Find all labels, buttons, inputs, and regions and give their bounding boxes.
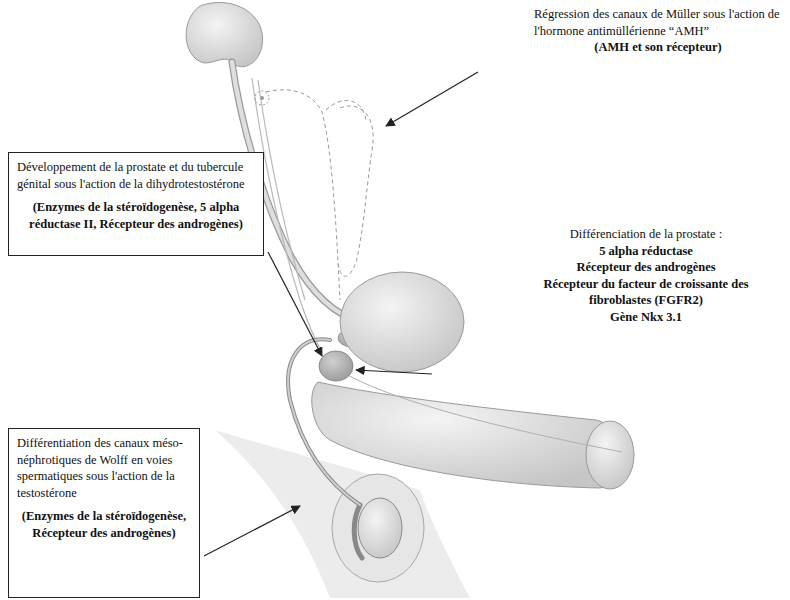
leader-arrow (268, 252, 322, 356)
annotation-molecule: Gène Nkx 3.1 (526, 309, 766, 326)
annotation-molecule: (AMH et son récepteur) (534, 39, 782, 56)
text-box: Différentiation des canaux méso-néphroti… (8, 428, 200, 598)
box-description: Développement de la prostate et du tuber… (17, 159, 255, 192)
annotation-group: Différenciation de la prostate :5 alpha … (526, 226, 766, 325)
box-description: Différentiation des canaux méso-néphroti… (17, 435, 191, 501)
annotation-molecule: Récepteur du facteur de croissante des f… (526, 276, 766, 309)
text-box: Développement de la prostate et du tuber… (8, 152, 264, 256)
annotation-text: Régression des canaux de Müller sous l'a… (534, 6, 782, 39)
annotation-molecule: Récepteur des androgènes (526, 259, 766, 276)
leader-arrow (356, 370, 432, 374)
leader-arrow (204, 506, 300, 556)
annotation-group: Régression des canaux de Müller sous l'a… (534, 6, 782, 56)
annotation-molecule: 5 alpha réductase (526, 243, 766, 260)
leader-arrow (386, 72, 478, 126)
annotation-text: Différenciation de la prostate : (526, 226, 766, 243)
box-molecules: (Enzymes de la stéroïdogenèse, Récepteur… (17, 508, 191, 541)
box-molecules: (Enzymes de la stéroïdogenèse, 5 alpha r… (17, 199, 255, 232)
